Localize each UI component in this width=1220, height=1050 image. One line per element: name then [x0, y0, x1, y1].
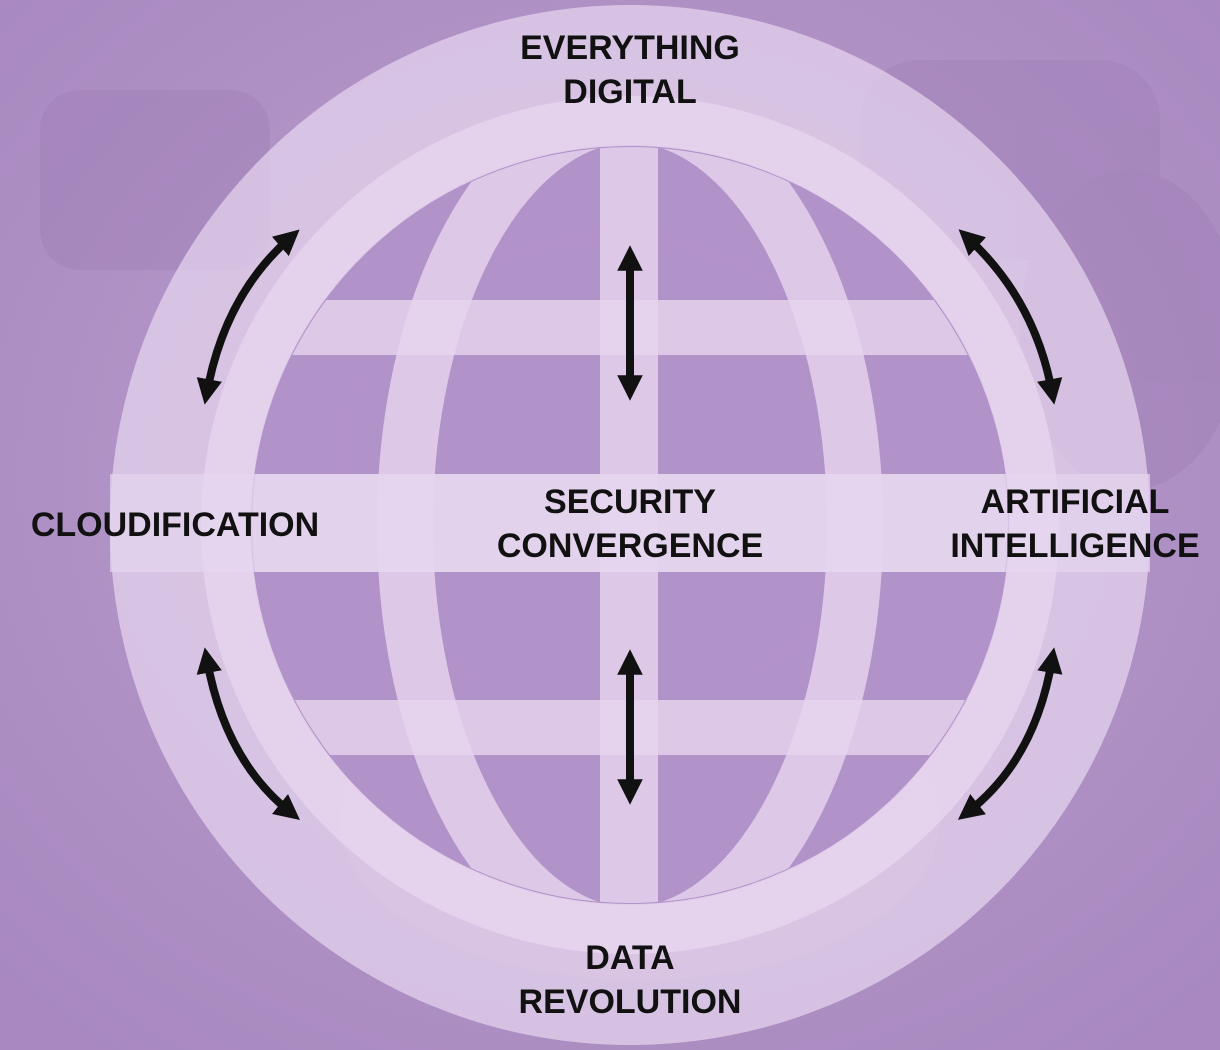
label-center: SECURITY CONVERGENCE [460, 480, 800, 568]
arrow-upper-right [958, 229, 1063, 405]
label-top-line-1: EVERYTHING [520, 29, 740, 67]
label-right-line-2: INTELLIGENCE [950, 527, 1200, 565]
label-bottom-line-1: DATA [585, 939, 675, 977]
label-left-line-1: CLOUDIFICATION [30, 506, 320, 544]
label-top-line-2: DIGITAL [563, 73, 697, 111]
label-bottom-line-2: REVOLUTION [518, 983, 742, 1021]
arrow-lower-left [196, 647, 300, 821]
label-center-line-2: CONVERGENCE [496, 527, 764, 565]
label-right: ARTIFICIAL INTELLIGENCE [935, 480, 1215, 568]
label-left: CLOUDIFICATION [10, 503, 340, 547]
arrow-upper-left [196, 229, 300, 405]
label-right-line-1: ARTIFICIAL [980, 483, 1170, 521]
label-bottom: DATA REVOLUTION [470, 936, 790, 1024]
arrows [196, 229, 1063, 821]
arrow-lower-right [957, 647, 1063, 820]
label-top: EVERYTHING DIGITAL [470, 26, 790, 114]
equator-band [110, 474, 1150, 572]
label-center-line-1: SECURITY [544, 483, 716, 521]
